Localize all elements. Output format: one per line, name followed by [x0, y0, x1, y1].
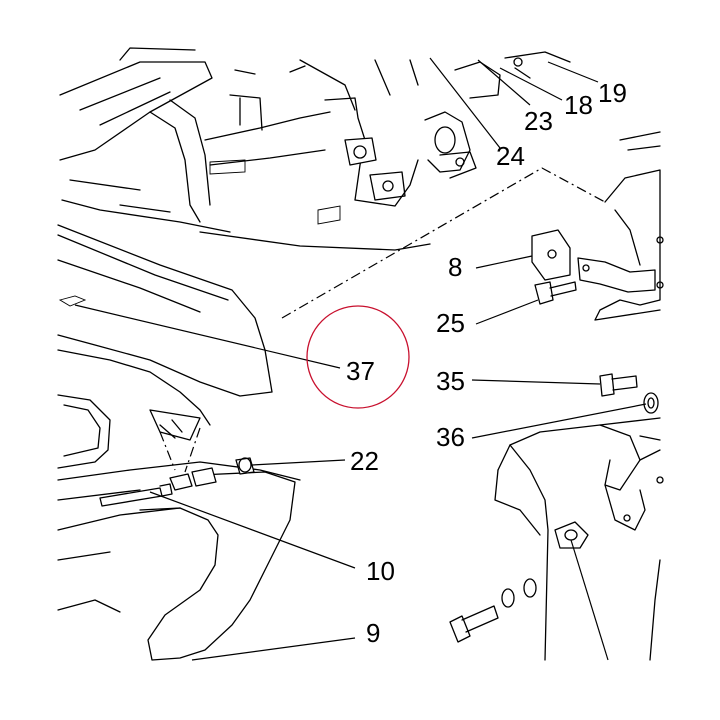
- lower-trim-part-9: [57, 471, 296, 661]
- callout-24: 24: [496, 141, 525, 171]
- right-lower-panel: [494, 417, 664, 661]
- callout-9: 9: [366, 618, 380, 648]
- screw-part-10: [99, 483, 173, 507]
- screw-part-25: [534, 281, 577, 305]
- frame-assembly: [59, 47, 571, 251]
- bracket-part-8: [531, 229, 571, 281]
- callout-36: 36: [436, 422, 465, 452]
- leader-lines: [74, 57, 647, 661]
- callout-18: 18: [564, 90, 593, 120]
- bracket-clip-assembly: [159, 427, 255, 491]
- callout-35: 35: [436, 366, 465, 396]
- callout-22: 22: [350, 446, 379, 476]
- right-upper-bracket: [577, 131, 664, 321]
- callout-10: 10: [366, 556, 395, 586]
- callout-8: 8: [448, 252, 462, 282]
- lower-screw-and-washers: [449, 578, 537, 643]
- side-panel-part-37: [57, 224, 301, 501]
- screw-part-35: [599, 373, 638, 397]
- callout-37: 37: [346, 356, 375, 386]
- highlight-circle: [306, 305, 410, 409]
- washer-part-36: [643, 392, 659, 414]
- callout-23: 23: [524, 106, 553, 136]
- assembly-boundary-line: [281, 167, 606, 319]
- callout-19: 19: [598, 78, 627, 108]
- callout-25: 25: [436, 308, 465, 338]
